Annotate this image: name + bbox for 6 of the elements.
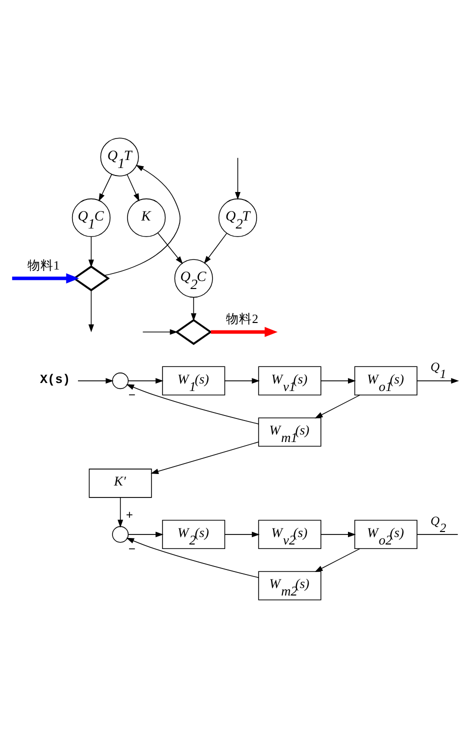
edge-label: −: [128, 388, 136, 402]
edge-label: −: [128, 542, 136, 556]
node-text: X(s): [40, 373, 70, 388]
edge-label: 物料2: [226, 312, 258, 326]
edge-label: 物料1: [27, 258, 60, 273]
edge-label: +: [126, 508, 134, 522]
